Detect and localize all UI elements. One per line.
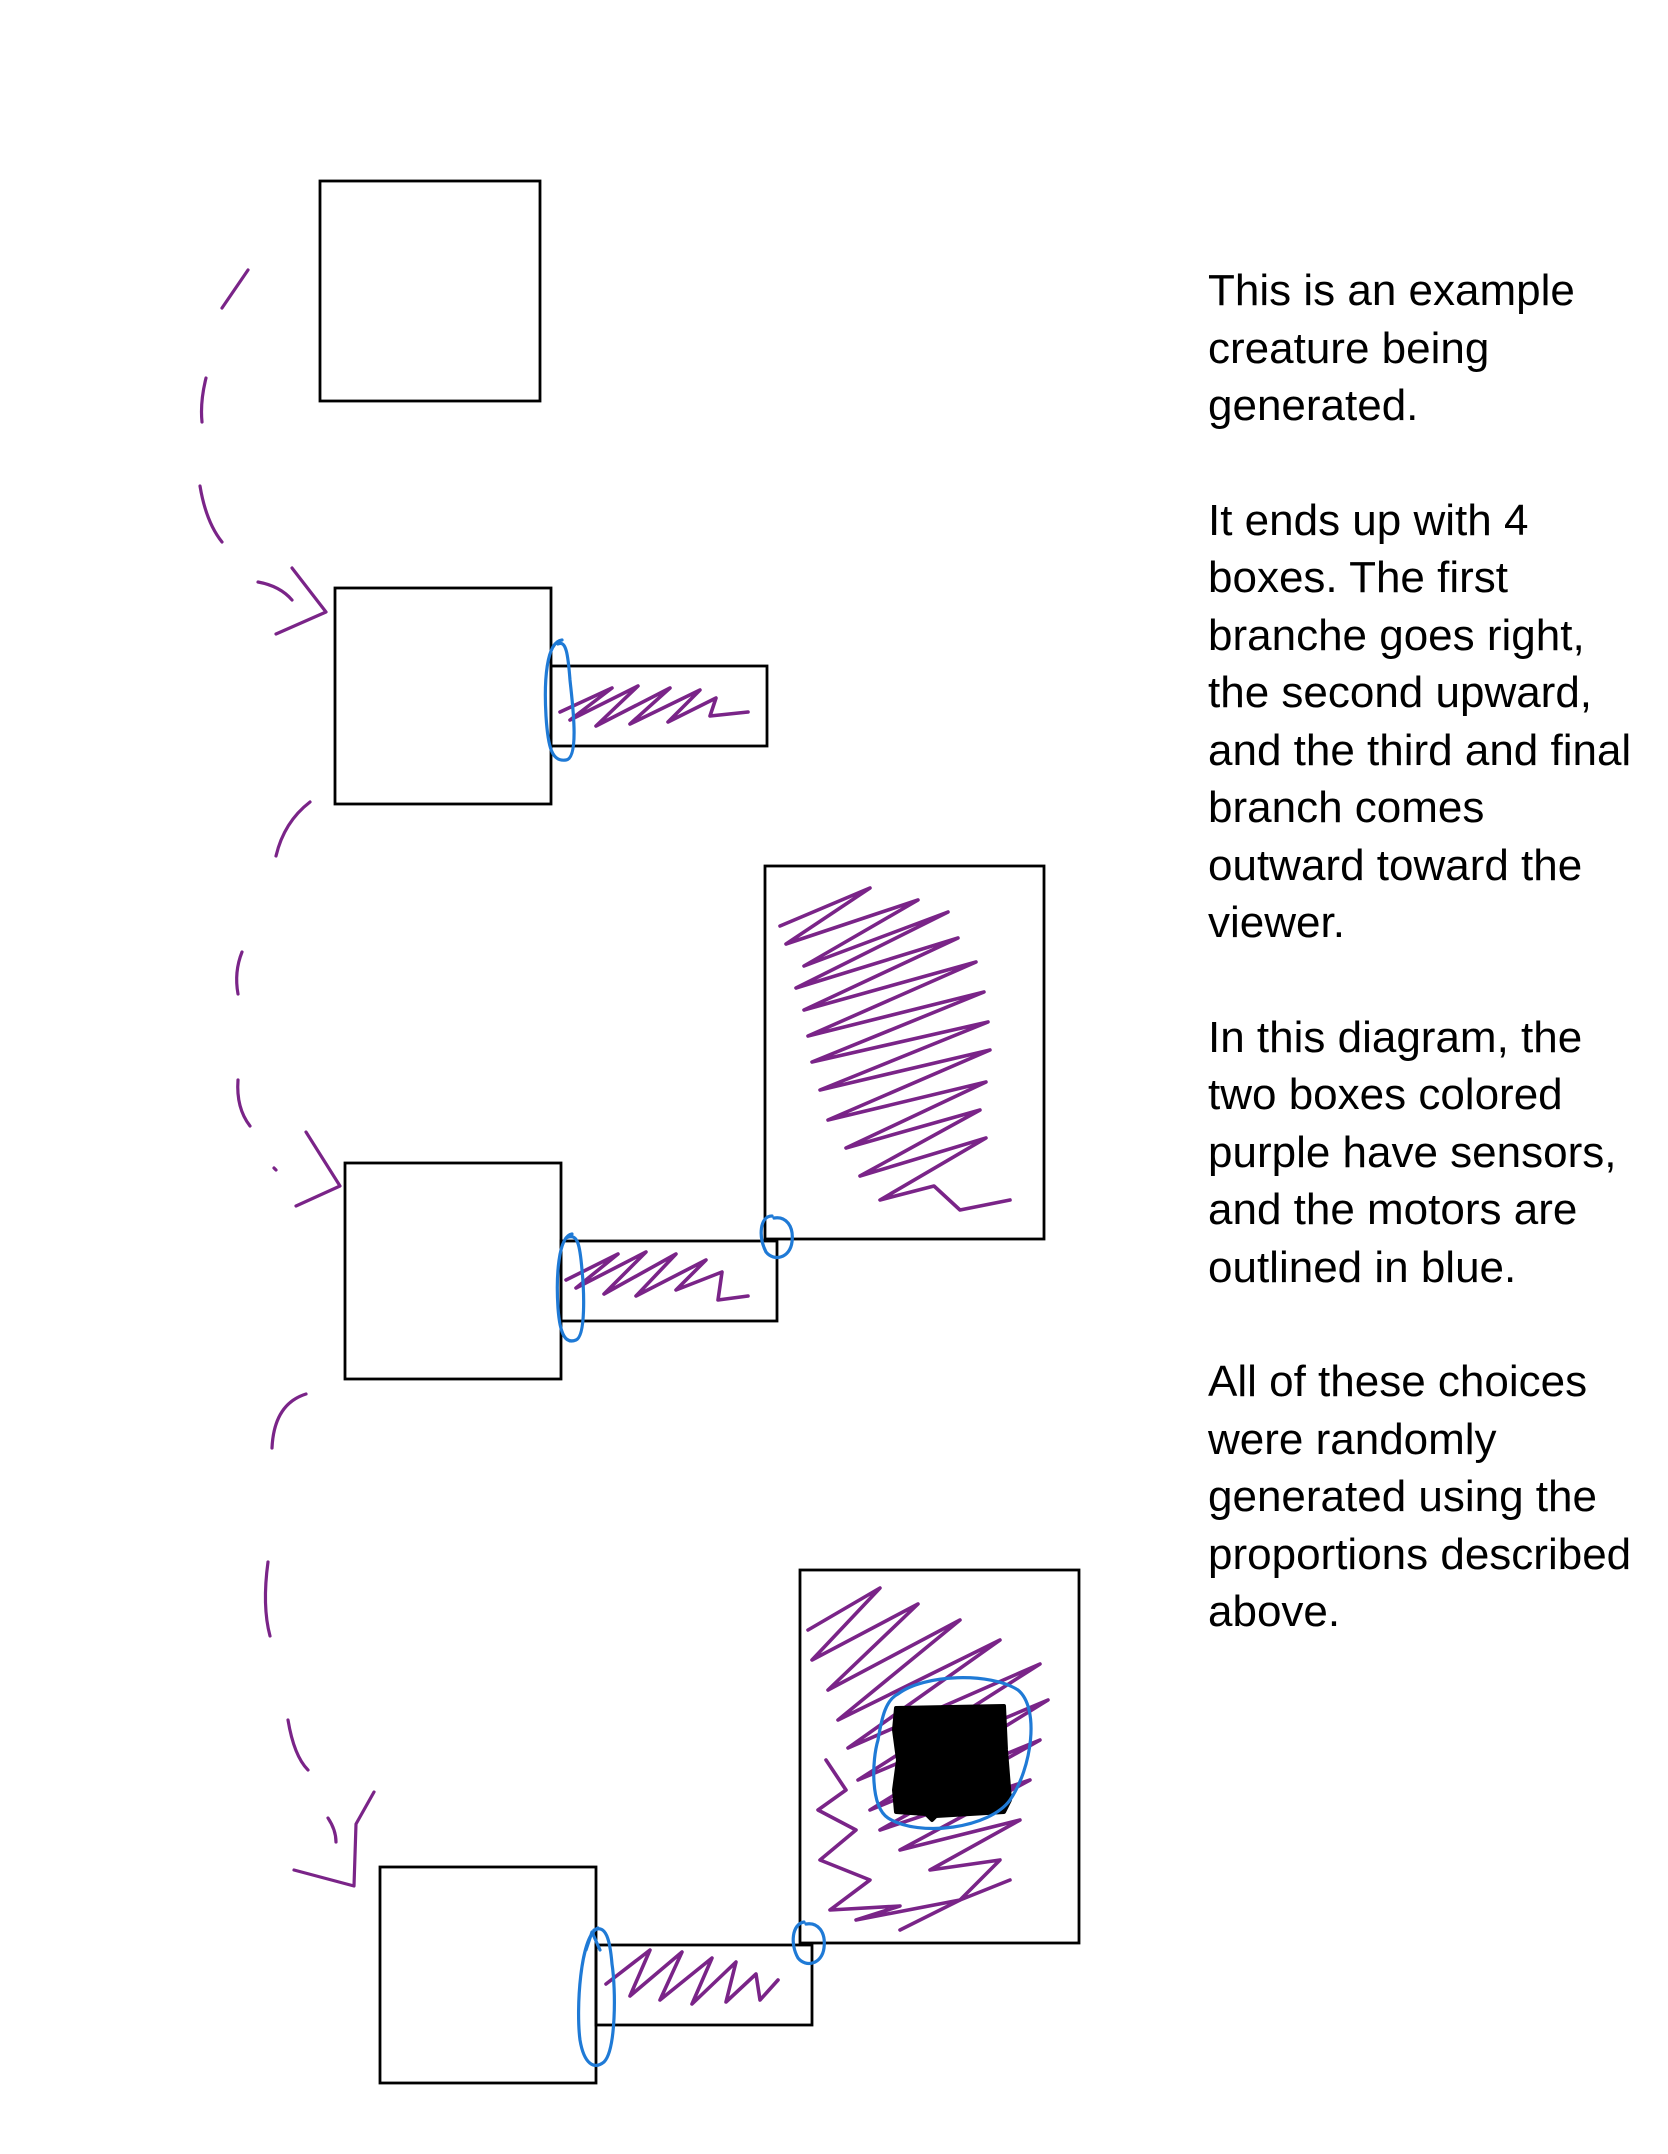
stage-arrow-3-to-4-head [292,1790,376,1888]
stage-4-right-branch-sensor-scribble [604,1948,780,2006]
stage-4-right-branch-motor [576,1926,616,2067]
caption-paragraph-2: It ends up with 4 boxes. The first branc… [1208,495,1632,948]
caption-paragraph-1: This is an example creature being genera… [1208,266,1575,430]
stage-arrow-1-to-2 [198,268,328,636]
stage-4-root-box [378,1865,598,2085]
stage-4-outward-branch-block [892,1704,1012,1822]
stage-arrow-2-to-3 [235,800,342,1208]
caption-paragraph-3: In this diagram, the two boxes colored p… [1208,1012,1617,1292]
stage-3-right-branch-motor [555,1232,586,1343]
stage-3-upward-branch-box [763,864,1046,1241]
stage-arrow-2-to-3-head [294,1130,342,1208]
stage-1-root-box [318,179,542,403]
stage-arrow-1-to-2-head [274,566,328,636]
stage-4-creature [378,1568,1081,2085]
stage-4-right-branch-box [594,1943,814,2027]
stage-3-right-branch-box [559,1239,779,1323]
stage-3-joint-motor [759,1214,794,1260]
stage-3-creature [343,864,1046,1381]
stage-3-root-box [343,1161,563,1381]
explanation-text: This is an example creature being genera… [1208,262,1648,1698]
stage-3-upward-branch-sensor-scribble [778,886,1012,1212]
stage-2-root-box [333,586,553,806]
stage-4-upward-branch-box [798,1568,1081,1945]
stage-2-creature [333,586,769,806]
stage-4-outward-branch-sensor-scribble [816,1758,962,1932]
stage-2-right-branch-box [549,664,769,748]
caption-paragraph-4: All of these choices were randomly gener… [1208,1357,1632,1636]
stage-arrow-3-to-4 [263,1392,376,1888]
stage-2-right-branch-sensor-scribble [558,684,750,728]
stage-4-joint-motor [791,1920,826,1966]
stage-2-right-branch-motor [543,638,576,762]
stage-4-outward-branch-motor [872,1676,1033,1831]
stage-1-creature [318,179,542,403]
stage-3-right-branch-sensor-scribble [564,1250,750,1302]
